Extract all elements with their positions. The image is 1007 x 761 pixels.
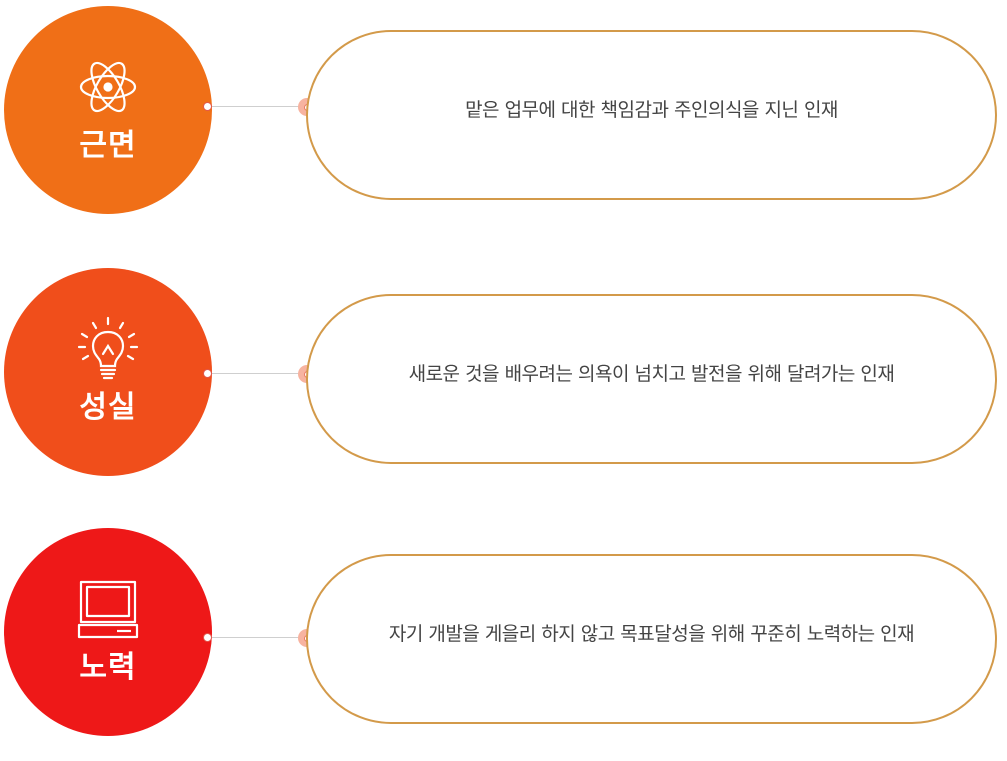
value-description: 자기 개발을 게을리 하지 않고 목표달성을 위해 꾸준히 노력하는 인재 [388,622,915,645]
value-row-effort: 노력 자기 개발을 게을리 하지 않고 목표달성을 위해 꾸준히 노력하는 인재 [0,528,1007,738]
value-circle-sincerity: 성실 [4,268,212,476]
lightbulb-icon [77,316,139,380]
value-description-box: 맡은 업무에 대한 책임감과 주인의식을 지닌 인재 [306,30,997,200]
value-description: 맡은 업무에 대한 책임감과 주인의식을 지닌 인재 [465,98,838,121]
computer-icon [77,578,139,640]
connector-line [209,637,307,638]
connector-line [209,373,307,374]
value-description-box: 자기 개발을 게을리 하지 않고 목표달성을 위해 꾸준히 노력하는 인재 [306,554,997,724]
atom-icon [77,56,139,118]
connector-dot-start [203,369,212,378]
value-row-sincerity: 성실 새로운 것을 배우려는 의욕이 넘치고 발전을 위해 달려가는 인재 [0,268,1007,478]
connector-line [209,106,307,107]
value-title: 성실 [79,390,137,425]
value-row-diligence: 근면 맡은 업무에 대한 책임감과 주인의식을 지닌 인재 [0,6,1007,216]
value-description: 새로운 것을 배우려는 의욕이 넘치고 발전을 위해 달려가는 인재 [408,362,895,385]
value-description-box: 새로운 것을 배우려는 의욕이 넘치고 발전을 위해 달려가는 인재 [306,294,997,464]
value-title: 근면 [79,128,137,163]
value-circle-diligence: 근면 [4,6,212,214]
connector-dot-start [203,633,212,642]
value-circle-effort: 노력 [4,528,212,736]
value-title: 노력 [79,650,137,685]
connector-dot-start [203,102,212,111]
